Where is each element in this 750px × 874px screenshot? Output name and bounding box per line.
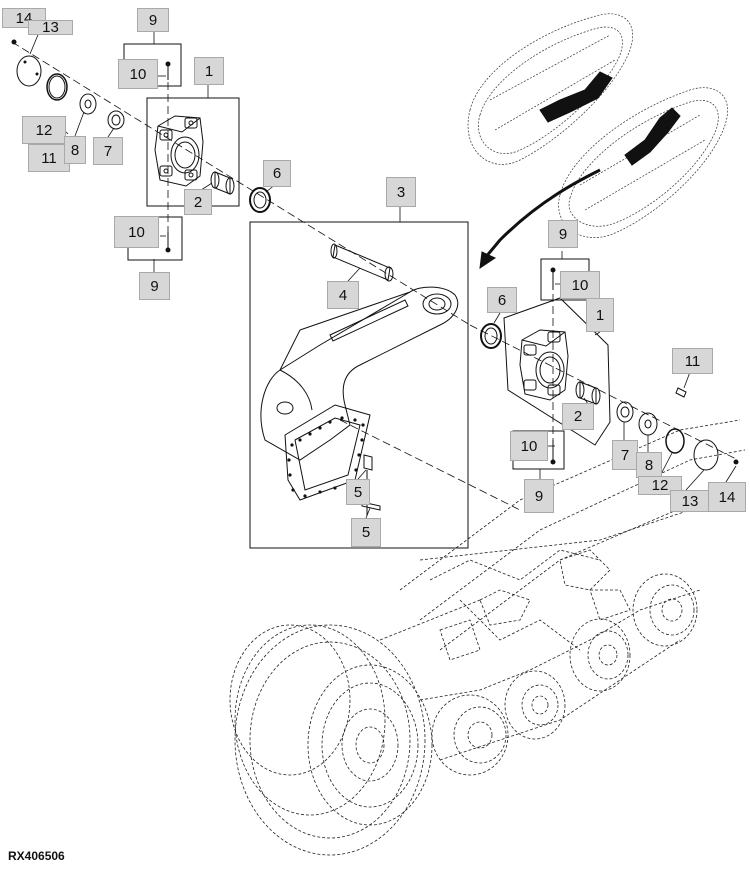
callout-5-upper[interactable]: 5	[346, 479, 370, 505]
callout-6-right[interactable]: 6	[487, 287, 517, 313]
callout-7-right[interactable]: 7	[612, 440, 638, 470]
callout-5-lower[interactable]: 5	[351, 518, 381, 547]
callout-3-arm[interactable]: 3	[386, 177, 416, 207]
callout-8-right[interactable]: 8	[636, 452, 662, 478]
callout-10-top-left[interactable]: 10	[118, 59, 158, 89]
callout-8-left[interactable]: 8	[64, 136, 86, 164]
callout-9-top-left[interactable]: 9	[137, 8, 169, 32]
callout-1-left[interactable]: 1	[194, 57, 224, 85]
callout-1-right[interactable]: 1	[586, 298, 614, 332]
right-seal-6	[480, 323, 502, 349]
callout-13-right[interactable]: 13	[670, 490, 710, 512]
callout-9-lower-right[interactable]: 9	[524, 479, 554, 513]
callout-6-left[interactable]: 6	[263, 160, 291, 187]
callout-9-top-right[interactable]: 9	[548, 220, 578, 248]
figure-id-label: RX406506	[8, 849, 65, 863]
callout-12-right[interactable]: 12	[638, 476, 682, 495]
callout-13-left[interactable]: 13	[28, 19, 73, 36]
callout-2-left[interactable]: 2	[184, 189, 212, 215]
left-seal-6	[249, 187, 271, 213]
callout-10-top-right[interactable]: 10	[560, 271, 600, 299]
callout-9-lower-left[interactable]: 9	[139, 272, 170, 300]
right-bushing	[575, 381, 601, 405]
track-inset	[467, 13, 728, 270]
callout-10-lower-left[interactable]: 10	[114, 216, 159, 248]
callout-2-right[interactable]: 2	[562, 403, 594, 430]
callout-7-left[interactable]: 7	[93, 137, 123, 165]
callout-4-pin[interactable]: 4	[327, 281, 359, 309]
callout-10-lower-right[interactable]: 10	[510, 431, 548, 461]
callout-14-right[interactable]: 14	[708, 482, 746, 512]
callout-11-left[interactable]: 11	[28, 144, 70, 172]
left-bushing	[210, 171, 235, 195]
undercarriage-phantom	[229, 419, 746, 856]
callout-11-right[interactable]: 11	[672, 348, 713, 374]
axis-lines	[11, 41, 739, 511]
callout-12-left[interactable]: 12	[22, 116, 66, 144]
arm-assembly	[249, 221, 469, 549]
